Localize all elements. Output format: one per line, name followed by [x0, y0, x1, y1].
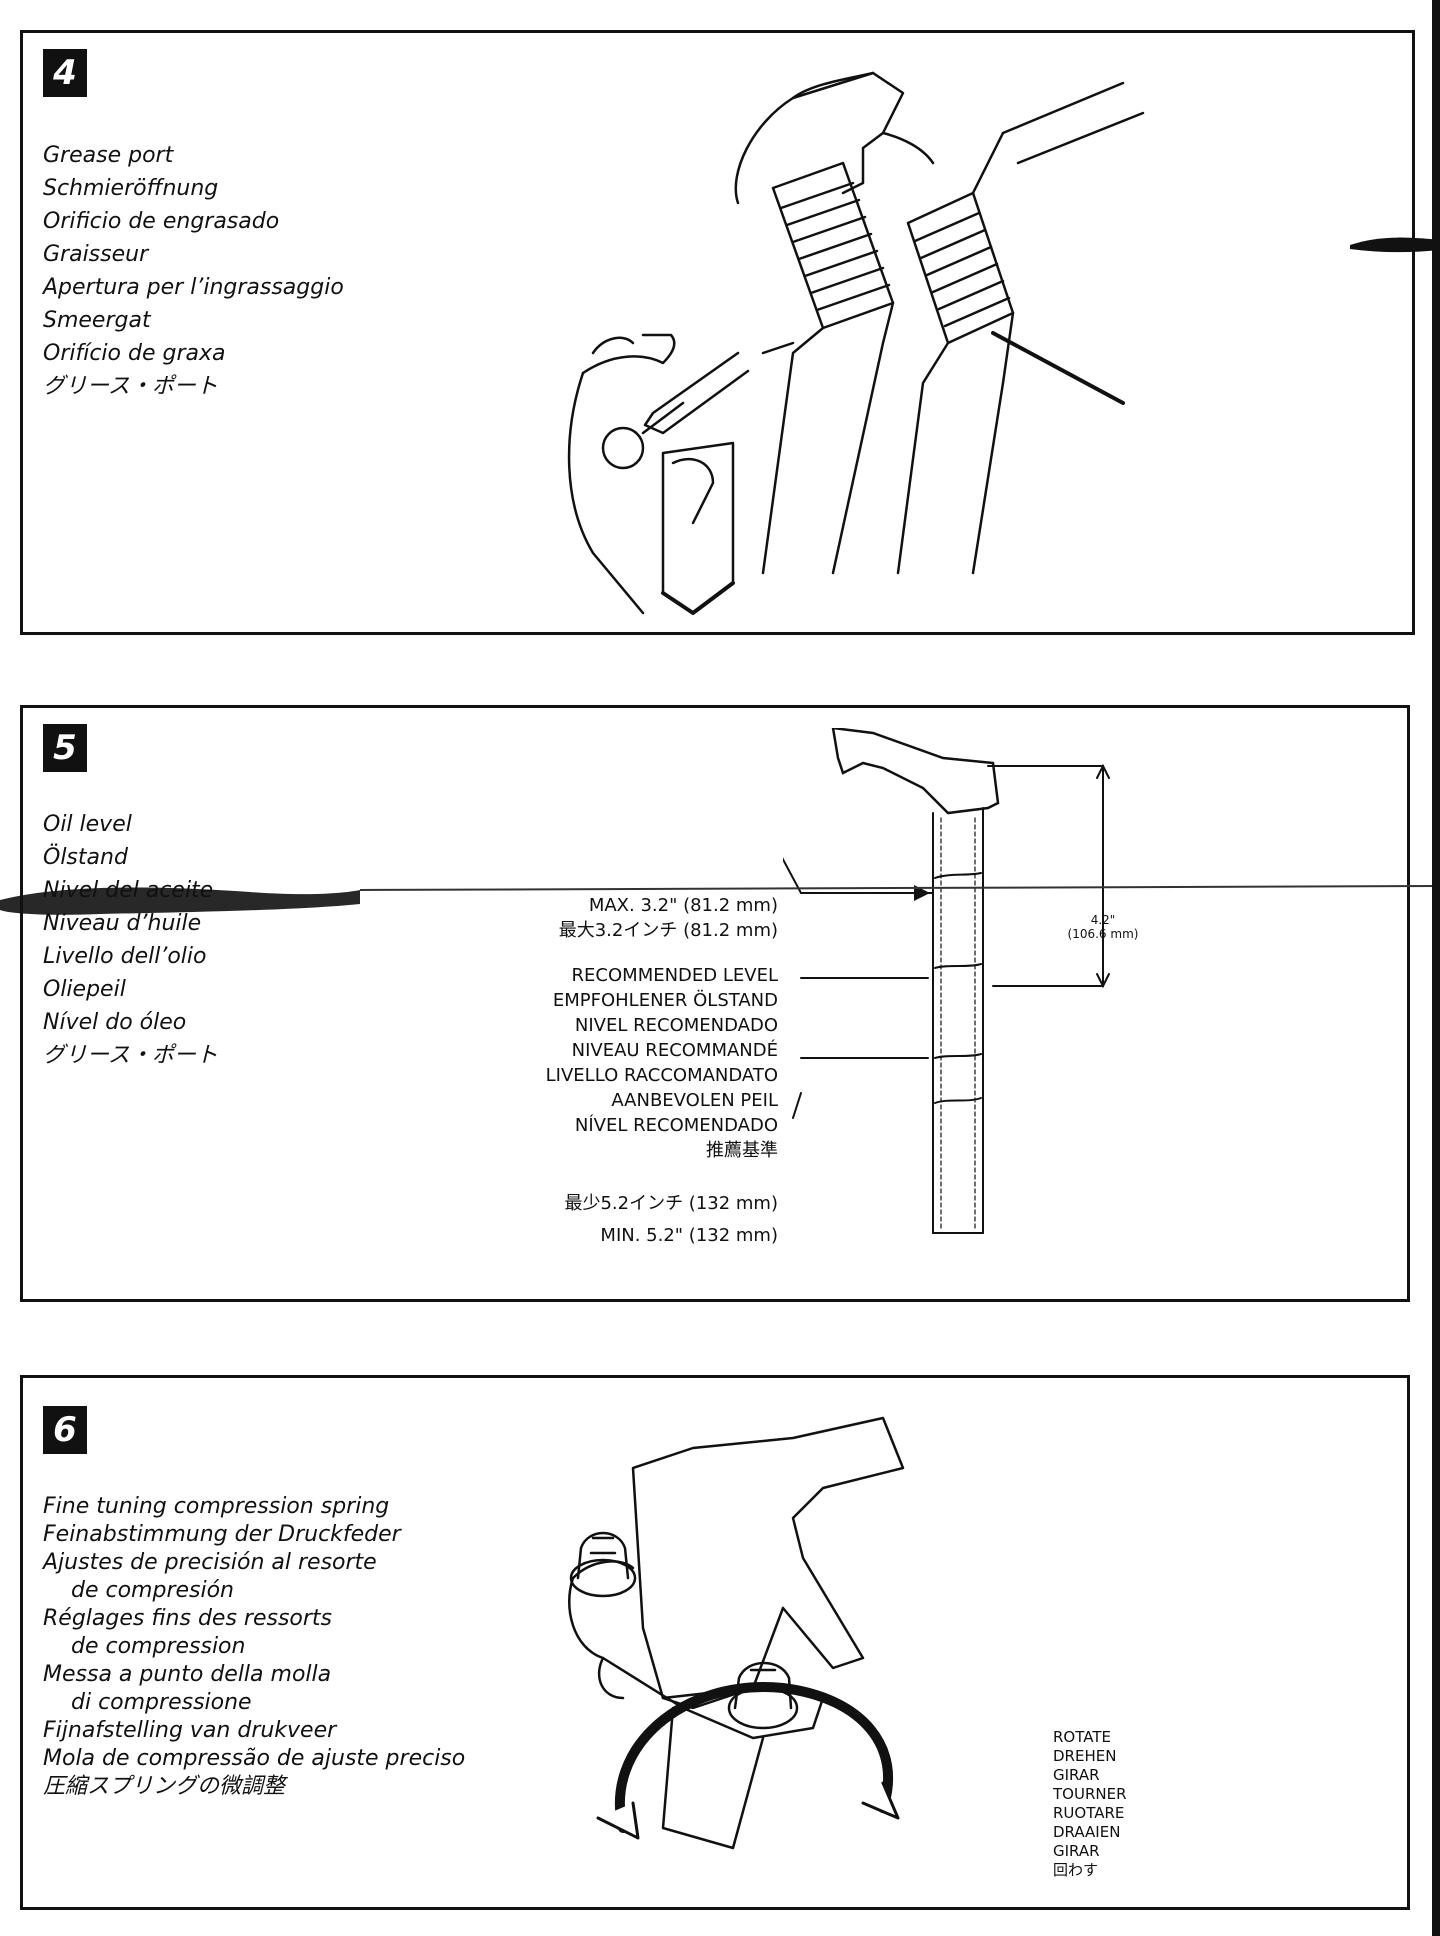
- grease-port-label-list: Grease port Schmieröffnung Orificio de e…: [43, 139, 344, 403]
- rotate-nl: DRAAIEN: [1053, 1823, 1121, 1841]
- recommended-es: NIVEL RECOMENDADO: [574, 1015, 778, 1036]
- rotate-it: RUOTARE: [1053, 1804, 1125, 1822]
- oil-level-label-list: Oil level Ölstand Nivel del aceite Nivea…: [43, 808, 218, 1072]
- recommended-de: EMPFOHLENER ÖLSTAND: [552, 990, 778, 1011]
- recommended-level-callout: RECOMMENDED LEVEL EMPFOHLENER ÖLSTAND NI…: [463, 963, 778, 1163]
- label-fr-1: Réglages fins des ressorts: [43, 1606, 332, 1631]
- fork-crown-rotate-diagram: [568, 1416, 905, 1850]
- label-pt: Orifício de graxa: [43, 341, 226, 366]
- compression-spring-label-list: Fine tuning compression spring Feinabsti…: [43, 1493, 465, 1801]
- rotate-pt: GIRAR: [1053, 1842, 1100, 1860]
- label-ja: 圧縮スプリングの微調整: [43, 1774, 286, 1799]
- label-nl: Oliepeil: [43, 977, 126, 1002]
- step-6-panel: 6 Fine tuning compression spring Feinabs…: [20, 1375, 1410, 1910]
- max-level-callout: MAX. 3.2" (81.2 mm) 最大3.2インチ (81.2 mm): [463, 893, 778, 943]
- recommended-it: LIVELLO RACCOMANDATO: [545, 1065, 778, 1086]
- rotate-label-list: ROTATE DREHEN GIRAR TOURNER RUOTARE DRAA…: [1053, 1728, 1127, 1880]
- label-it-1: Messa a punto della molla: [43, 1662, 332, 1687]
- step-5-panel: 5 Oil level Ölstand Nivel del aceite Niv…: [20, 705, 1410, 1302]
- label-nl: Fijnafstelling van drukveer: [43, 1718, 337, 1743]
- label-it: Livello dell’olio: [43, 944, 207, 969]
- label-es: Nivel del aceite: [43, 878, 214, 903]
- label-es-2: de compresión: [71, 1578, 235, 1603]
- rotate-ja: 回わす: [1053, 1861, 1099, 1879]
- label-de: Ölstand: [43, 845, 128, 870]
- step-4-number: 4: [43, 49, 87, 97]
- recommended-nl: AANBEVOLEN PEIL: [611, 1090, 778, 1111]
- label-ja: グリース・ポート: [43, 374, 218, 399]
- label-es: Orificio de engrasado: [43, 209, 280, 234]
- label-ja: グリース・ポート: [43, 1043, 218, 1068]
- label-pt: Nível do óleo: [43, 1010, 187, 1035]
- min-level-en: MIN. 5.2" (132 mm): [600, 1225, 778, 1246]
- label-es-1: Ajustes de precisión al resorte: [43, 1550, 377, 1575]
- fork-leg-oil-level-diagram: [783, 728, 1110, 1234]
- step-6-number: 6: [43, 1406, 87, 1454]
- step-4-panel: 4 Grease port Schmieröffnung Orificio de…: [20, 30, 1415, 635]
- max-level-en: MAX. 3.2" (81.2 mm): [588, 895, 778, 916]
- label-fr: Graisseur: [43, 242, 149, 267]
- min-level-ja: 最少5.2インチ (132 mm): [564, 1193, 778, 1214]
- label-fr: Niveau d’huile: [43, 911, 202, 936]
- right-edge-bar: [1432, 0, 1440, 1936]
- label-en: Grease port: [43, 143, 174, 168]
- label-it: Apertura per l’ingrassaggio: [43, 275, 344, 300]
- label-nl: Smeergat: [43, 308, 151, 333]
- rotate-en: ROTATE: [1053, 1728, 1111, 1746]
- label-en: Fine tuning compression spring: [43, 1494, 390, 1519]
- rotate-es: GIRAR: [1053, 1766, 1100, 1784]
- label-de: Feinabstimmung der Druckfeder: [43, 1522, 401, 1547]
- label-pt: Mola de compressão de ajuste preciso: [43, 1746, 466, 1771]
- label-it-2: di compressione: [71, 1690, 252, 1715]
- recommended-pt: NÍVEL RECOMENDADO: [574, 1115, 778, 1136]
- recommended-fr: NIVEAU RECOMMANDÉ: [571, 1040, 778, 1061]
- label-en: Oil level: [43, 812, 132, 837]
- label-de: Schmieröffnung: [43, 176, 219, 201]
- min-level-callout: 最少5.2インチ (132 mm) MIN. 5.2" (132 mm): [463, 1188, 778, 1252]
- recommended-en: RECOMMENDED LEVEL: [571, 965, 778, 986]
- step-5-number: 5: [43, 724, 87, 772]
- grease-gun-illustration: [567, 71, 1145, 615]
- recommended-ja: 推薦基準: [706, 1140, 778, 1161]
- max-level-ja: 最大3.2インチ (81.2 mm): [558, 920, 778, 941]
- label-fr-2: de compression: [71, 1634, 246, 1659]
- rotate-de: DREHEN: [1053, 1747, 1117, 1765]
- rotate-fr: TOURNER: [1053, 1785, 1127, 1803]
